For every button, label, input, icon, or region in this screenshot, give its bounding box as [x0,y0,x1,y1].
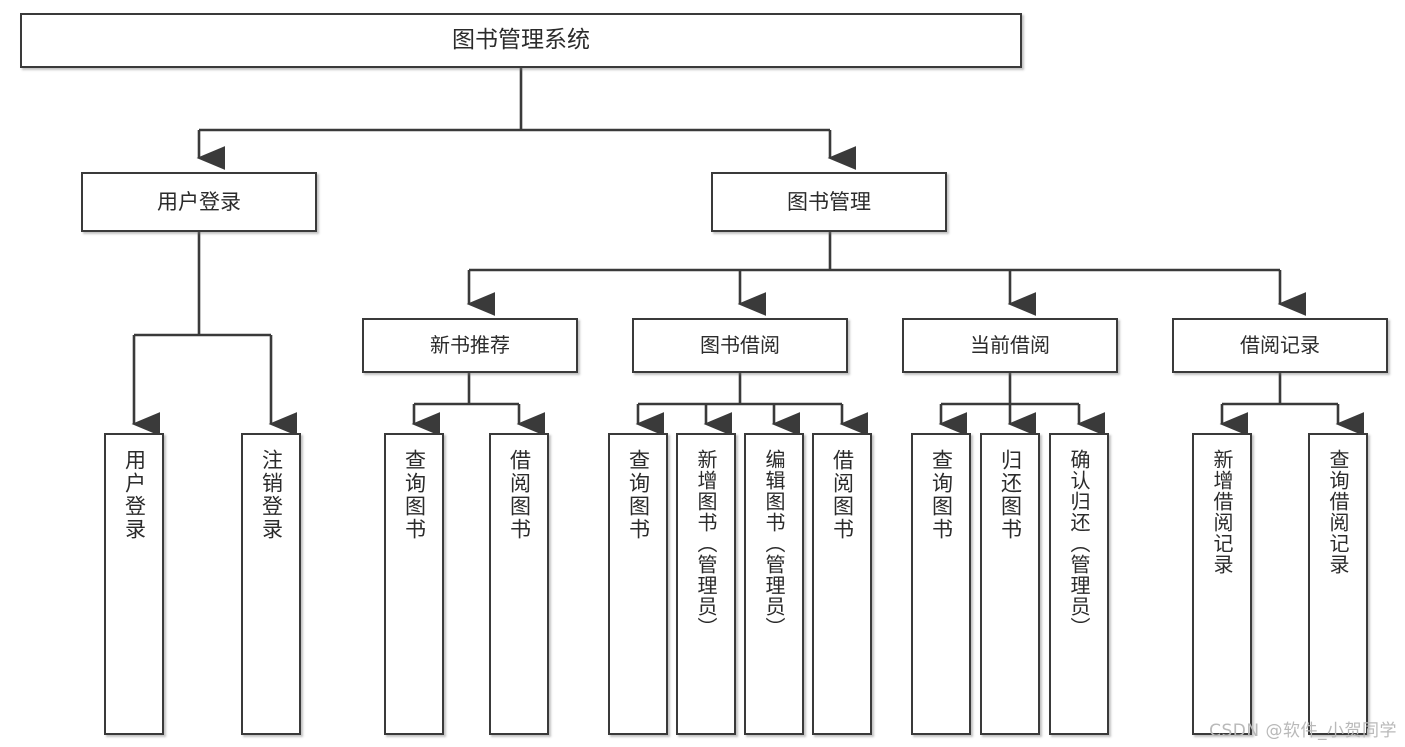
leaf-borrow-record-query-record[interactable]: 查询借阅记录 [1308,433,1368,735]
node-label: 借阅图书 [507,449,532,541]
node-label: 查询借阅记录 [1326,449,1350,575]
csdn-watermark: CSDN @软件_小贺同学 [1209,721,1397,741]
node-root-book-management-system[interactable]: 图书管理系统 [20,13,1022,68]
node-label: 确认归还（管理员） [1067,449,1091,638]
node-label: 用户登录 [122,449,147,541]
leaf-new-book-borrow-book[interactable]: 借阅图书 [489,433,549,735]
leaf-book-borrow-query-book[interactable]: 查询图书 [608,433,668,735]
node-borrow-record[interactable]: 借阅记录 [1172,318,1388,373]
node-new-book-recommend[interactable]: 新书推荐 [362,318,578,373]
node-label: 图书管理系统 [452,26,590,53]
node-label: 查询图书 [402,449,427,541]
node-label: 新增借阅记录 [1210,449,1234,575]
leaf-new-book-query-book[interactable]: 查询图书 [384,433,444,735]
node-label: 新增图书（管理员） [694,449,718,638]
leaf-book-borrow-add-book-admin[interactable]: 新增图书（管理员） [676,433,736,735]
node-book-borrow[interactable]: 图书借阅 [632,318,848,373]
node-label: 查询图书 [929,449,954,541]
node-label: 借阅图书 [830,449,855,541]
node-label: 图书借阅 [700,332,780,357]
node-label: 编辑图书（管理员） [762,449,786,638]
leaf-user-login-logout[interactable]: 注销登录 [241,433,301,735]
leaf-borrow-record-add-record[interactable]: 新增借阅记录 [1192,433,1252,735]
node-label: 归还图书 [998,449,1023,541]
leaf-book-borrow-edit-book-admin[interactable]: 编辑图书（管理员） [744,433,804,735]
node-user-login[interactable]: 用户登录 [81,172,317,232]
leaf-user-login-login[interactable]: 用户登录 [104,433,164,735]
node-label: 图书管理 [787,189,871,214]
node-label: 查询图书 [626,449,651,541]
node-current-borrow[interactable]: 当前借阅 [902,318,1118,373]
node-label: 新书推荐 [430,332,510,357]
node-label: 当前借阅 [970,332,1050,357]
leaf-current-borrow-query-book[interactable]: 查询图书 [911,433,971,735]
leaf-current-borrow-confirm-return-admin[interactable]: 确认归还（管理员） [1049,433,1109,735]
node-label: 用户登录 [157,189,241,214]
leaf-book-borrow-borrow-book[interactable]: 借阅图书 [812,433,872,735]
node-label: 借阅记录 [1240,332,1320,357]
node-book-management[interactable]: 图书管理 [711,172,947,232]
node-label: 注销登录 [259,449,284,541]
leaf-current-borrow-return-book[interactable]: 归还图书 [980,433,1040,735]
